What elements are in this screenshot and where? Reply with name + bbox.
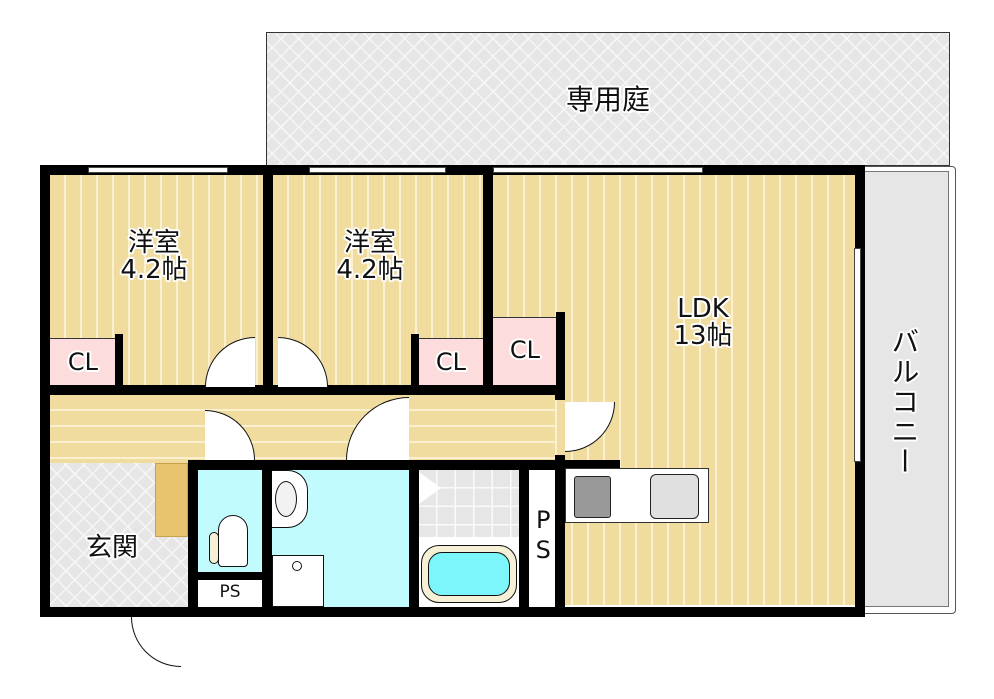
wall bbox=[188, 460, 620, 470]
window-room-2 bbox=[309, 167, 446, 173]
wall bbox=[115, 334, 123, 389]
wall bbox=[555, 455, 565, 615]
balcony: バルコニー bbox=[858, 166, 956, 614]
wall bbox=[483, 165, 493, 395]
ldk-label: LDK 13帖 bbox=[648, 294, 758, 352]
room-1-name: 洋室 bbox=[127, 228, 180, 258]
wall bbox=[40, 385, 560, 395]
private-garden: 専用庭 bbox=[266, 32, 950, 166]
closet-2 bbox=[419, 338, 483, 387]
pipe-space-2 bbox=[529, 470, 555, 607]
kitchen-counter bbox=[565, 468, 709, 523]
closet-1 bbox=[50, 338, 116, 387]
wall bbox=[40, 165, 865, 175]
shower-icon bbox=[419, 472, 441, 504]
wall bbox=[555, 390, 565, 400]
wall bbox=[262, 460, 272, 617]
room-1-label: 洋室 4.2帖 bbox=[104, 228, 204, 286]
stove-icon bbox=[574, 476, 611, 518]
wall bbox=[40, 607, 865, 617]
window-ldk-right bbox=[854, 248, 861, 462]
wall bbox=[411, 334, 419, 389]
corridor bbox=[50, 395, 555, 463]
closet-1-label: CL bbox=[67, 348, 99, 376]
closet-3 bbox=[493, 317, 556, 387]
room-2-label: 洋室 4.2帖 bbox=[320, 228, 420, 286]
toilet-icon bbox=[218, 515, 248, 567]
wall bbox=[409, 460, 419, 617]
wall bbox=[188, 460, 198, 617]
closet-3-label: CL bbox=[509, 336, 541, 364]
ldk-size: 13帖 bbox=[673, 321, 733, 352]
pipe-space-1-label: PS bbox=[219, 582, 241, 602]
room-2-size: 4.2帖 bbox=[336, 255, 404, 286]
garden-label: 専用庭 bbox=[565, 83, 650, 116]
wall bbox=[263, 165, 273, 395]
washing-machine-pan-icon bbox=[272, 555, 324, 607]
wall bbox=[198, 572, 262, 580]
window-room-1 bbox=[88, 167, 228, 173]
entrance-label: 玄関 bbox=[85, 533, 138, 563]
room-2-name: 洋室 bbox=[343, 228, 396, 258]
balcony-label: バルコニー bbox=[887, 327, 921, 477]
room-1-size: 4.2帖 bbox=[120, 255, 188, 286]
pipe-space-1 bbox=[198, 580, 262, 607]
window-ldk-top bbox=[493, 167, 703, 173]
closet-2-label: CL bbox=[435, 348, 467, 376]
sink-icon bbox=[650, 474, 699, 519]
bathtub-icon bbox=[421, 545, 517, 603]
washbasin-icon bbox=[272, 470, 308, 528]
wall bbox=[519, 460, 529, 617]
ldk-name: LDK bbox=[677, 294, 729, 324]
shoe-storage bbox=[155, 463, 188, 537]
wall bbox=[556, 312, 565, 390]
entrance-door[interactable] bbox=[131, 617, 181, 667]
toilet-tank-icon bbox=[209, 532, 219, 564]
pipe-space-2-label: PS bbox=[529, 506, 558, 566]
wall bbox=[565, 460, 620, 468]
